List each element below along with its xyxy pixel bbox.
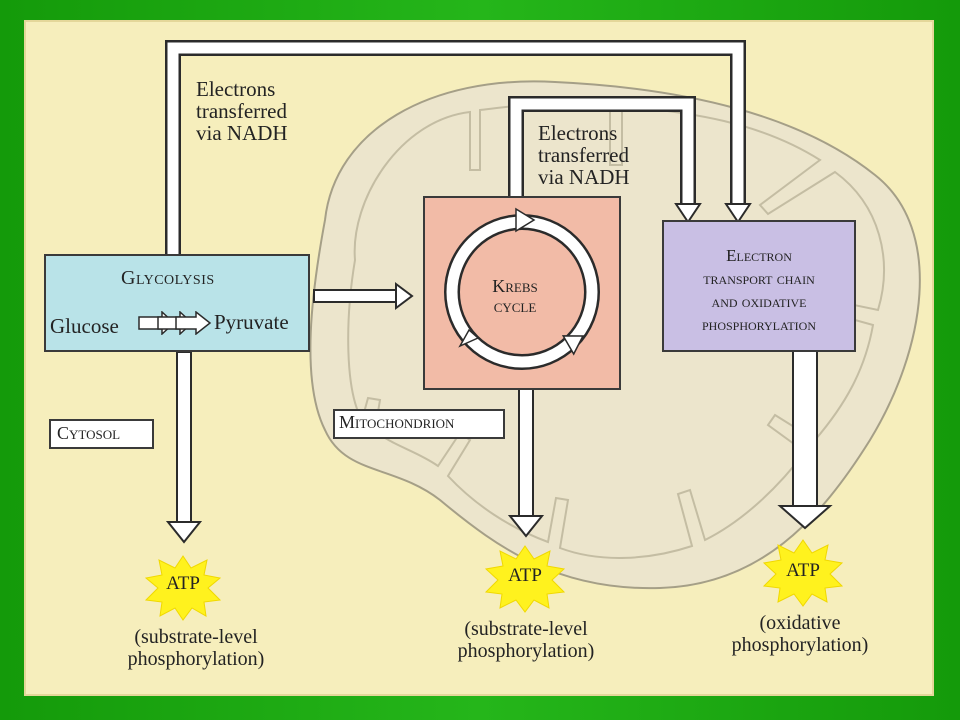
nadh-arrow-inner-fill bbox=[510, 98, 694, 212]
atp-label-3: ATP bbox=[786, 560, 820, 581]
electrons-left-line1: Electrons bbox=[196, 77, 276, 101]
electrons-label-left: Electrons transferred via NADH bbox=[196, 78, 326, 144]
glucose-label: Glucose bbox=[50, 314, 119, 338]
atp-note-3: (oxidative phosphorylation) bbox=[700, 612, 900, 656]
mitochondrion-box bbox=[333, 409, 505, 439]
krebs-cycle-title: Krebs cycle bbox=[480, 276, 550, 316]
atp-burst-1 bbox=[144, 555, 222, 621]
nadh-arrow-inner-head bbox=[674, 203, 702, 224]
atp-note-3-line1: (oxidative bbox=[759, 612, 841, 634]
glycolysis-atp-arrow bbox=[165, 351, 203, 544]
nadh-arrow-outer-fill bbox=[167, 42, 744, 254]
pyruvate-label: Pyruvate bbox=[214, 310, 289, 334]
etc-atp-arrow bbox=[777, 349, 833, 530]
atp-note-3-line2: phosphorylation) bbox=[731, 634, 869, 656]
krebs-line2: cycle bbox=[493, 296, 537, 316]
atp-note-2-line1: (substrate-level bbox=[464, 618, 588, 640]
glycolysis-box bbox=[44, 254, 310, 352]
atp-burst-2 bbox=[484, 545, 566, 613]
atp-note-1-line2: phosphorylation) bbox=[127, 648, 265, 670]
electrons-left-line2: transferred bbox=[196, 99, 287, 123]
nadh-arrow-outer-head bbox=[724, 203, 752, 224]
krebs-arrowhead-top bbox=[515, 207, 536, 233]
etc-box bbox=[662, 220, 856, 352]
cytosol-box bbox=[49, 419, 154, 449]
etc-line2: transport chain bbox=[703, 269, 815, 288]
electrons-right-line3: via NADH bbox=[538, 165, 630, 189]
pyruvate-to-krebs-arrow bbox=[313, 282, 414, 310]
glycolysis-steps-arrows bbox=[138, 311, 212, 335]
atp-note-2-line2: phosphorylation) bbox=[457, 640, 595, 662]
electrons-left-line3: via NADH bbox=[196, 121, 288, 145]
atp-burst-3 bbox=[762, 539, 844, 607]
mitochondrion-label: Mitochondrion bbox=[339, 412, 455, 432]
electrons-right-line1: Electrons bbox=[538, 121, 618, 145]
glycolysis-title: Glycolysis bbox=[121, 267, 215, 289]
atp-note-2: (substrate-level phosphorylation) bbox=[426, 618, 626, 662]
electrons-label-right: Electrons transferred via NADH bbox=[538, 122, 668, 188]
atp-label-2: ATP bbox=[508, 565, 542, 586]
electrons-right-line2: transferred bbox=[538, 143, 629, 167]
atp-note-1: (substrate-level phosphorylation) bbox=[96, 626, 296, 670]
cytosol-label: Cytosol bbox=[57, 423, 121, 443]
etc-title: Electron transport chain and oxidative p… bbox=[666, 244, 852, 336]
krebs-arrowhead-left bbox=[458, 328, 480, 348]
etc-line4: phosphorylation bbox=[701, 315, 817, 334]
atp-note-1-line1: (substrate-level bbox=[134, 626, 258, 648]
krebs-cycle-ring bbox=[444, 207, 600, 370]
krebs-line1: Krebs bbox=[492, 276, 538, 296]
etc-line3: and oxidative bbox=[711, 292, 807, 311]
atp-label-1: ATP bbox=[166, 573, 200, 594]
krebs-arrowhead-right bbox=[561, 335, 585, 356]
etc-line1: Electron bbox=[726, 246, 792, 265]
